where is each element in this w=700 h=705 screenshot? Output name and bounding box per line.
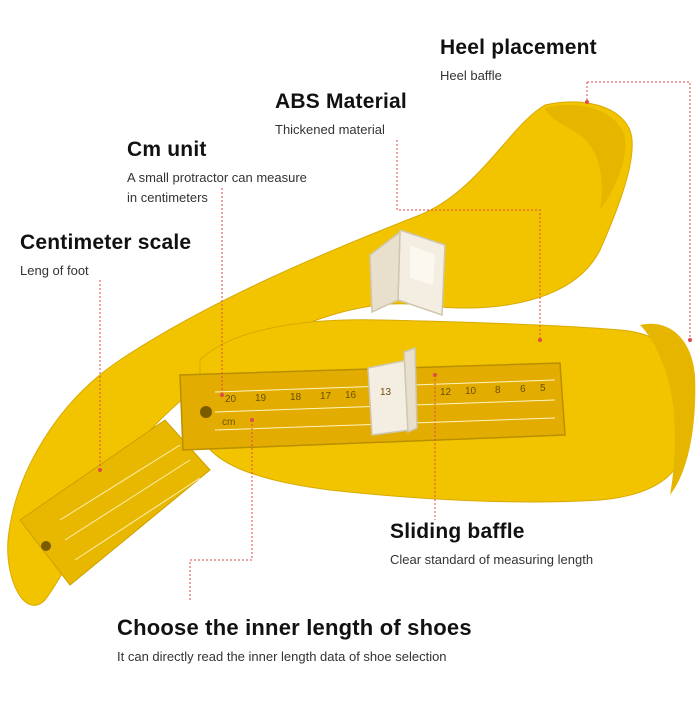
label-subtitle-line: A small protractor can measure — [127, 170, 307, 185]
label-title: Choose the inner length of shoes — [117, 615, 472, 640]
ruler-number: 20 — [225, 394, 237, 405]
abs-material-label: ABS Material Thickened material — [275, 90, 407, 140]
label-subtitle: Clear standard of measuring length — [390, 552, 594, 567]
back-sliding-baffle — [369, 228, 446, 317]
label-title: Centimeter scale — [20, 231, 192, 254]
back-heel-cup — [545, 104, 626, 210]
back-ruler-strip — [19, 419, 211, 586]
ruler-unit-mark: cm — [222, 417, 235, 428]
label-title: Heel placement — [440, 36, 597, 59]
label-title: ABS Material — [275, 90, 407, 113]
label-subtitle: It can directly read the inner length da… — [117, 649, 447, 664]
ruler-number: 16 — [345, 390, 357, 401]
cm-unit-label: Cm unit A small protractor can measure i… — [127, 138, 307, 208]
ruler-number: 8 — [495, 385, 501, 396]
guide-inner-length — [189, 420, 253, 600]
label-title: Sliding baffle — [390, 520, 525, 543]
back-ruler-ticks — [59, 444, 201, 561]
label-subtitle: Leng of foot — [20, 263, 89, 278]
label-subtitle: Heel baffle — [440, 68, 502, 83]
heel-placement-label: Heel placement Heel baffle — [440, 36, 597, 86]
front-hang-hole — [200, 406, 212, 418]
label-subtitle: Thickened material — [275, 122, 385, 137]
ruler-number: 10 — [465, 386, 477, 397]
slider-number: 13 — [380, 387, 392, 398]
ruler-number: 17 — [320, 391, 332, 402]
back-hang-hole — [41, 541, 51, 551]
ruler-number: 6 — [520, 384, 526, 395]
ruler-number: 12 — [440, 387, 452, 398]
label-subtitle: A small protractor can measure in centim… — [127, 168, 307, 208]
label-subtitle-line: in centimeters — [127, 190, 208, 205]
ruler-number: 19 — [255, 393, 267, 404]
label-title: Cm unit — [127, 138, 207, 161]
front-sliding-baffle: 13 — [367, 346, 418, 436]
guide-lines — [99, 81, 691, 600]
ruler-number: 18 — [290, 392, 302, 403]
sliding-baffle-label: Sliding baffle Clear standard of measuri… — [390, 520, 593, 570]
guide-abs-material — [396, 140, 541, 340]
inner-length-label: Choose the inner length of shoes It can … — [117, 615, 472, 667]
front-heel-cup — [640, 323, 696, 495]
centimeter-scale-label: Centimeter scale Leng of foot — [20, 231, 191, 281]
guide-dots — [98, 100, 692, 472]
ruler-number: 5 — [540, 383, 546, 394]
